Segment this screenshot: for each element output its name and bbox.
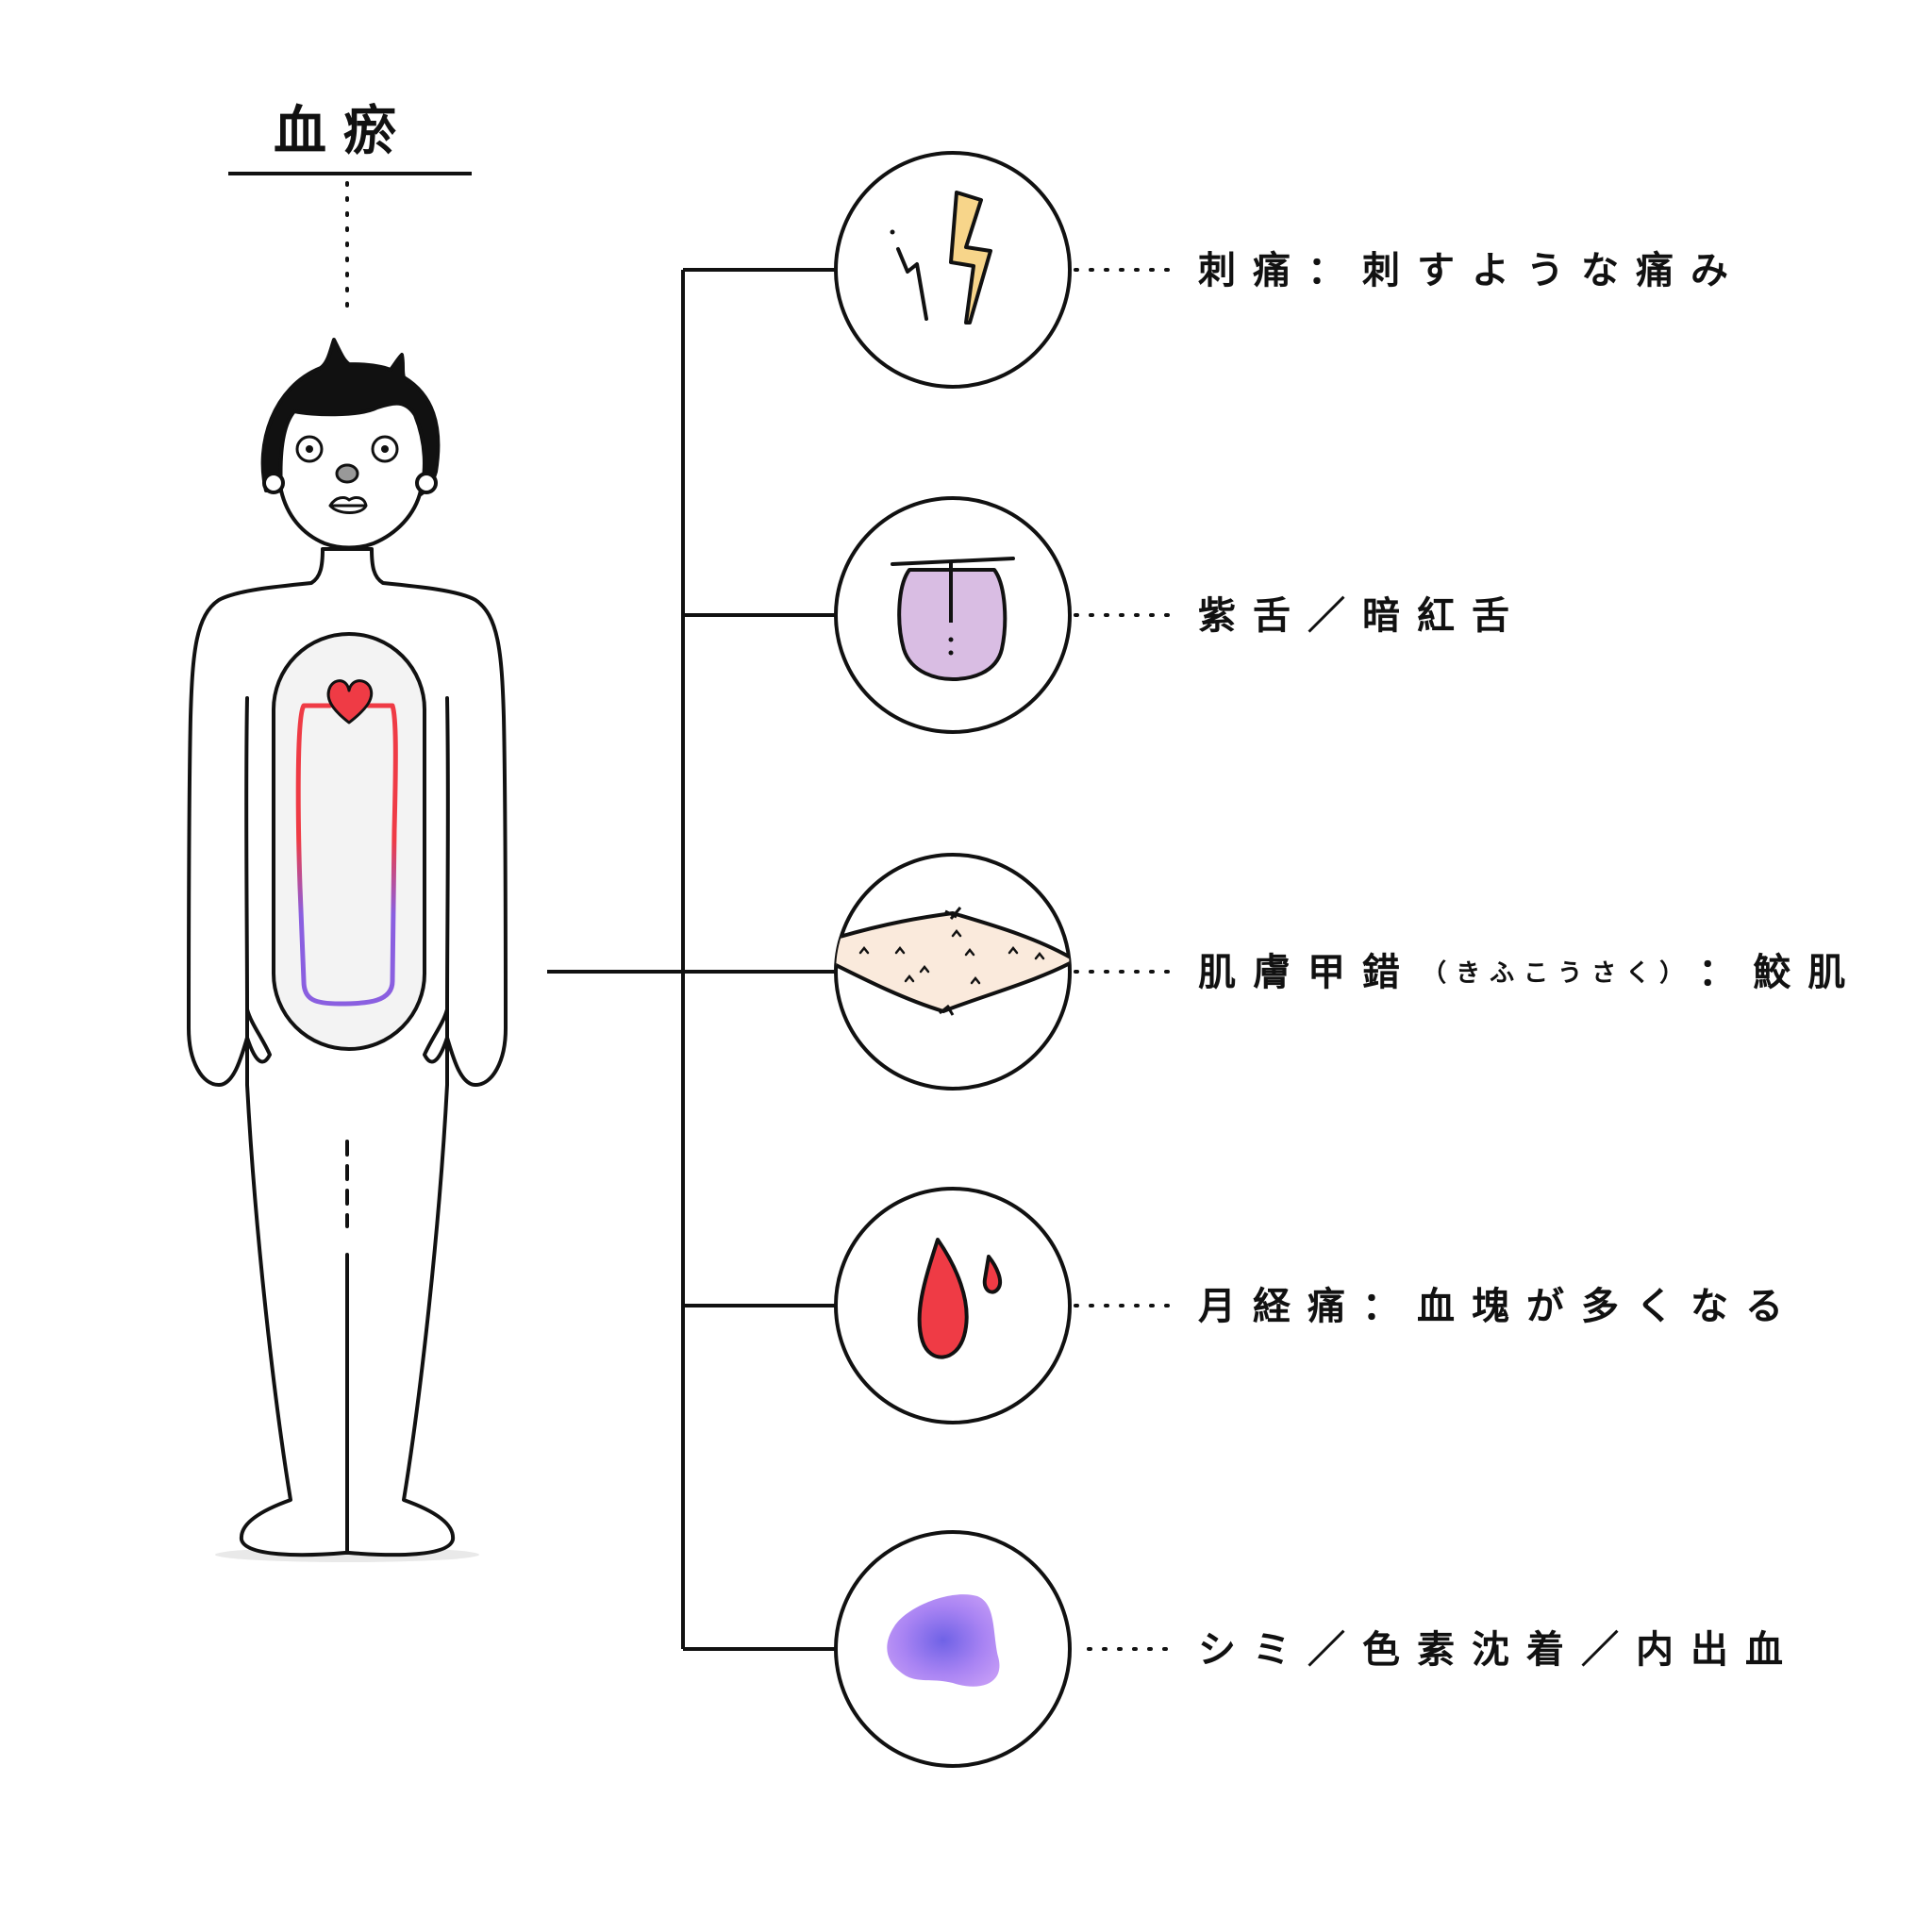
right-ear bbox=[417, 474, 436, 492]
right-pupil bbox=[381, 445, 389, 453]
label-dry-skin-main: 肌膚甲錯 bbox=[1198, 951, 1417, 994]
icon-circle-3 bbox=[830, 855, 1075, 1089]
right-arm-inner bbox=[447, 698, 448, 1009]
label-purple-tongue: 紫舌／暗紅舌 bbox=[1198, 594, 1526, 638]
nose bbox=[337, 465, 358, 482]
left-pupil bbox=[306, 445, 313, 453]
left-ear bbox=[264, 474, 283, 492]
label-dry-skin-tail: ：鮫肌 bbox=[1698, 951, 1862, 994]
symptom-labels: 刺痛：刺すような痛み 紫舌／暗紅舌 肌膚甲錯 （きふこうさく） ：鮫肌 月経痛：… bbox=[1198, 249, 1862, 1672]
icon-circle-1 bbox=[836, 153, 1070, 387]
person-figure bbox=[189, 340, 506, 1562]
label-menstrual-pain: 月経痛：血塊が多くなる bbox=[1198, 1285, 1800, 1328]
left-arm-inner bbox=[246, 698, 247, 1009]
label-dry-skin: 肌膚甲錯 （きふこうさく） ：鮫肌 bbox=[1198, 951, 1862, 994]
lips bbox=[330, 498, 366, 513]
icon-circle-5 bbox=[836, 1532, 1070, 1766]
icon-circle-2 bbox=[836, 498, 1070, 732]
label-spots: シミ／色素沈着／内出血 bbox=[1198, 1628, 1800, 1672]
dotted-leaders bbox=[1075, 270, 1179, 1649]
icon-circle-4 bbox=[836, 1189, 1070, 1423]
label-dry-skin-reading: （きふこうさく） bbox=[1422, 959, 1693, 988]
page-title: 血瘀 bbox=[274, 101, 413, 162]
title-group: 血瘀 bbox=[228, 101, 472, 311]
label-stabbing-pain: 刺痛：刺すような痛み bbox=[1198, 249, 1745, 292]
connector-tree bbox=[547, 270, 836, 1649]
